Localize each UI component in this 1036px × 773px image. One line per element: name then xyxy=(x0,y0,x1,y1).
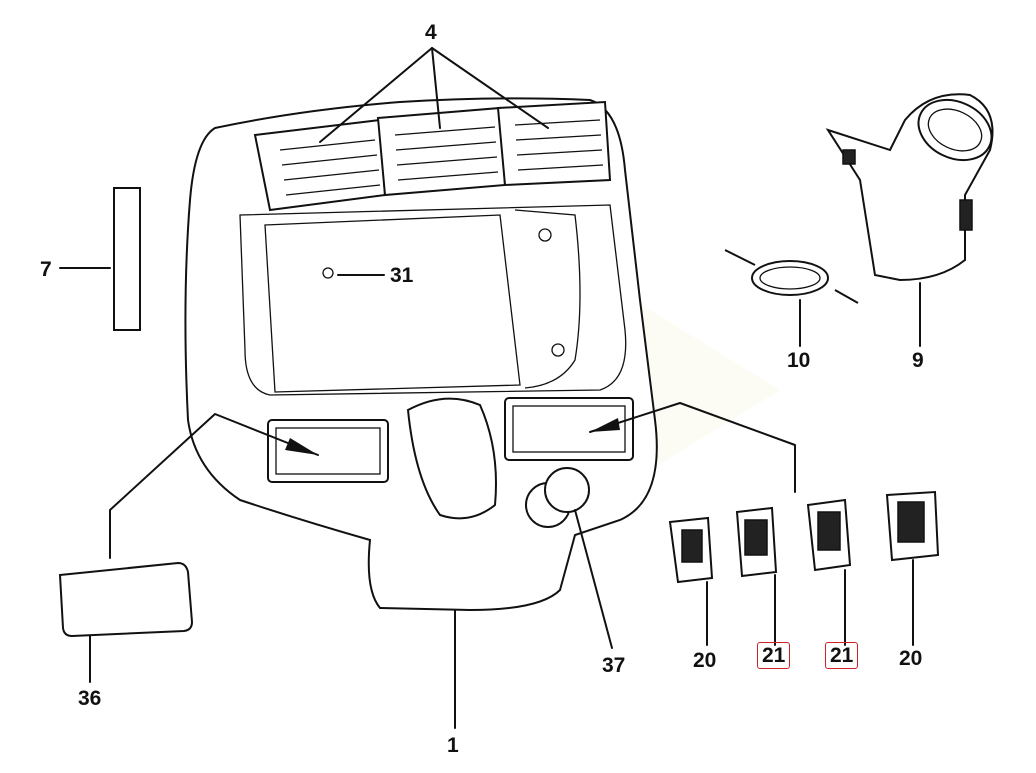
callout-31: 31 xyxy=(390,264,414,287)
switch-parts xyxy=(668,490,940,584)
callout-10: 10 xyxy=(787,349,811,372)
air-vents xyxy=(253,100,612,212)
part-9-column-shroud xyxy=(825,93,994,282)
callout-37: 37 xyxy=(602,654,626,677)
part-36-panel xyxy=(58,561,194,638)
callout-21-left-highlighted[interactable]: 21 xyxy=(757,642,791,669)
console-housing xyxy=(184,97,658,612)
callout-4: 4 xyxy=(425,21,437,44)
callout-9: 9 xyxy=(912,349,924,372)
callout-36: 36 xyxy=(78,687,102,710)
callout-21-right-highlighted[interactable]: 21 xyxy=(825,642,859,669)
callout-20-left: 20 xyxy=(693,649,717,672)
part-7-strip xyxy=(113,187,141,331)
part-10-gasket xyxy=(724,249,859,304)
callout-20-right: 20 xyxy=(899,647,923,670)
leader-lines xyxy=(59,47,921,729)
callout-1: 1 xyxy=(447,734,459,757)
callout-7: 7 xyxy=(40,258,52,281)
